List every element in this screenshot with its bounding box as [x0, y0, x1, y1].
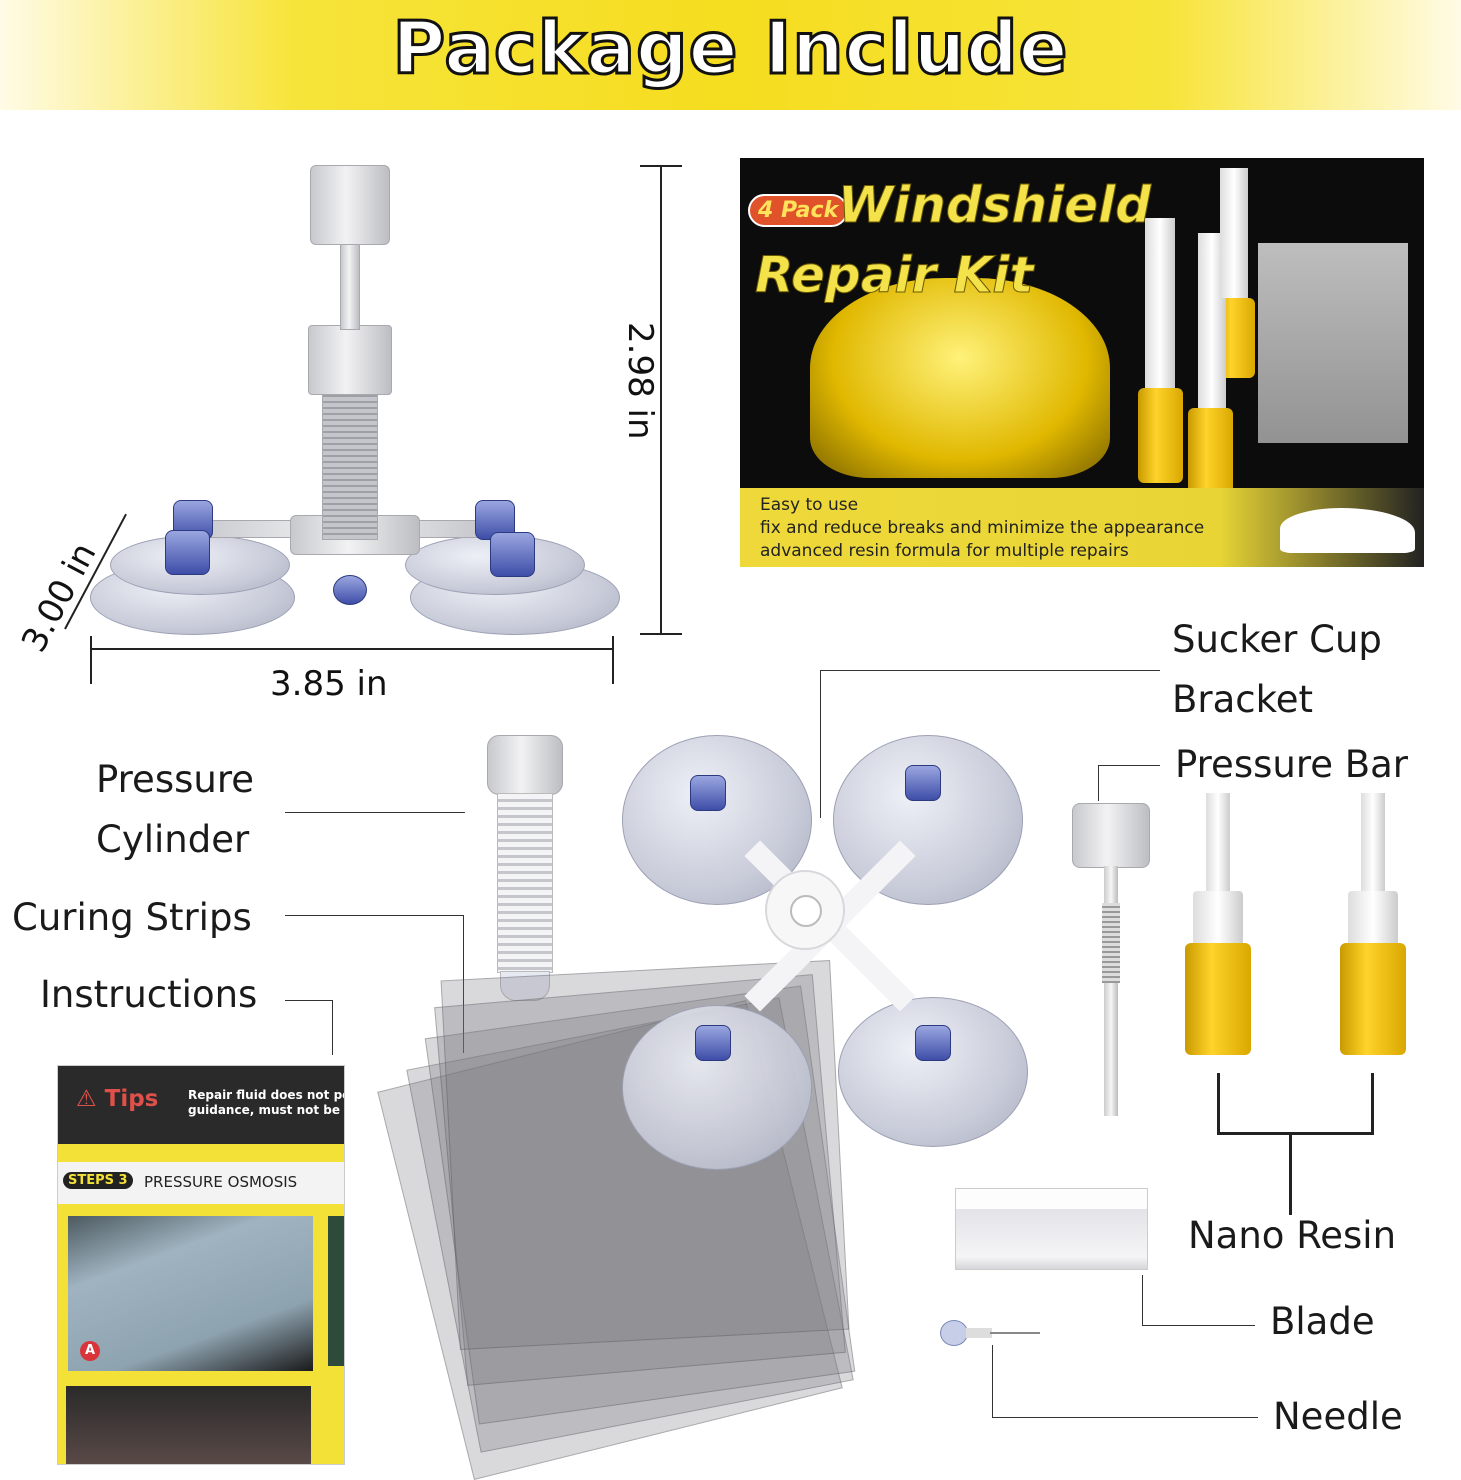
leader-line [1289, 1135, 1292, 1215]
assembled-tool-image [85, 160, 625, 650]
leader-line [820, 670, 1160, 671]
leader-line [285, 1000, 332, 1001]
dimension-tick [640, 633, 682, 635]
leader-line [332, 1000, 333, 1055]
feature-line: advanced resin formula for multiple repa… [760, 541, 1129, 561]
booklet-photo [66, 1386, 311, 1464]
tool-image [1258, 243, 1408, 443]
booklet-tips-text: guidance, must not be cu [188, 1103, 345, 1117]
leader-line [1098, 765, 1099, 801]
pressure-cylinder-image [487, 735, 563, 1003]
booklet-marker: A [80, 1341, 100, 1361]
width-label: 3.85 in [270, 664, 388, 704]
dimension-tick [640, 165, 682, 167]
height-label: 2.98 in [620, 322, 660, 440]
bottle-cap [1145, 218, 1175, 388]
label-blade: Blade [1270, 1300, 1375, 1343]
feature-line: fix and reduce breaks and minimize the a… [760, 518, 1205, 538]
box-title-line1: Windshield [837, 176, 1152, 235]
bottle-cap [1220, 168, 1248, 298]
leader-line [992, 1345, 993, 1417]
page-title: Package Include [391, 5, 1069, 92]
dimension-tick [90, 636, 92, 684]
booklet-photo [68, 1216, 313, 1371]
label-pressure: Pressure [96, 758, 254, 801]
label-sucker-cup: Sucker Cup [1172, 618, 1382, 661]
height-dimension-line [660, 165, 662, 635]
leader-line [1142, 1275, 1143, 1325]
box-feature-strip: Easy to use fix and reduce breaks and mi… [740, 488, 1424, 567]
label-bracket: Bracket [1172, 678, 1313, 721]
dimension-tick [612, 636, 614, 684]
car-silhouette-icon [1280, 508, 1415, 553]
label-cylinder: Cylinder [96, 818, 250, 861]
bottle-image [1138, 388, 1183, 483]
label-curing-strips: Curing Strips [12, 896, 252, 939]
booklet-tips-text: Repair fluid does not pene [188, 1088, 344, 1102]
leader-line [285, 812, 465, 813]
blade-image [955, 1188, 1148, 1270]
car-image [810, 278, 1110, 478]
product-box-image: 4 Pack Windshield Repair Kit Easy to use… [740, 158, 1424, 567]
nano-resin-bottle [1340, 793, 1406, 1055]
header-banner [0, 0, 1461, 110]
leader-line [820, 670, 821, 818]
label-instructions: Instructions [40, 973, 258, 1016]
leader-line [992, 1417, 1258, 1418]
leader-line [1142, 1325, 1255, 1326]
width-dimension-line [90, 648, 613, 650]
feature-line: Easy to use [760, 495, 859, 515]
leader-line [463, 915, 464, 1053]
sucker-cup-bracket-image [620, 735, 1030, 1175]
booklet-step-badge: STEPS 3 [63, 1172, 133, 1189]
label-nano-resin: Nano Resin [1188, 1214, 1397, 1257]
pressure-bar-image [1072, 803, 1150, 1118]
bottle-image [1188, 408, 1233, 493]
booklet-step-title: PRESSURE OSMOSIS [144, 1173, 298, 1191]
resin-bracket [1217, 1073, 1374, 1135]
pack-badge: 4 Pack [748, 194, 849, 227]
leader-line [285, 915, 463, 916]
needle-image [940, 1318, 1040, 1348]
box-title-line2: Repair Kit [754, 246, 1034, 305]
booklet-tips: ⚠ Tips [76, 1086, 159, 1112]
label-pressure-bar: Pressure Bar [1175, 743, 1409, 786]
label-needle: Needle [1273, 1395, 1403, 1438]
instructions-booklet-image: ⚠ Tips Repair fluid does not pene guidan… [57, 1065, 345, 1465]
leader-line [1098, 765, 1160, 766]
nano-resin-bottle [1185, 793, 1251, 1055]
